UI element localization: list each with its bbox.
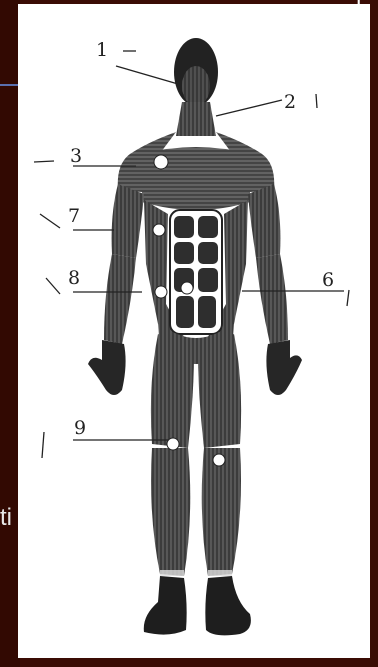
right-hand bbox=[266, 340, 302, 395]
label-3: 3 bbox=[70, 145, 82, 167]
label-9: 9 bbox=[74, 417, 86, 439]
marker-dot-knee-right bbox=[213, 454, 225, 466]
label-8: 8 bbox=[68, 267, 80, 289]
label-7: 7 bbox=[68, 205, 80, 227]
label-1: 1 bbox=[96, 39, 108, 61]
right-lower-leg bbox=[202, 448, 241, 576]
right-forearm bbox=[256, 254, 288, 344]
marker-dot-hip-left bbox=[155, 286, 167, 298]
human-body-figure bbox=[88, 38, 302, 635]
right-upper-arm bbox=[248, 184, 280, 258]
label-6: 6 bbox=[322, 269, 334, 291]
muscle-diagram-panel: 1 2 3 7 8 6 9 bbox=[18, 4, 370, 658]
muscle-diagram: 1 2 3 7 8 6 9 bbox=[18, 4, 370, 658]
marker-dot-hip-right bbox=[181, 282, 193, 294]
left-thigh bbox=[151, 334, 194, 448]
header-divider bbox=[0, 84, 20, 86]
right-thigh bbox=[198, 334, 241, 448]
left-upper-arm bbox=[112, 184, 144, 258]
label-2: 2 bbox=[284, 91, 296, 113]
slide-body-text-fragment: ti bbox=[0, 504, 12, 532]
neck-muscles bbox=[176, 102, 216, 136]
marker-dot-knee-left bbox=[167, 438, 179, 450]
left-hand bbox=[88, 340, 126, 395]
slide-left-margin bbox=[0, 0, 20, 667]
right-foot bbox=[205, 576, 251, 635]
marker-dot-upper-arm bbox=[153, 224, 165, 236]
left-foot bbox=[144, 576, 187, 635]
left-lower-leg bbox=[151, 448, 190, 576]
left-forearm bbox=[104, 254, 136, 344]
marker-dot-shoulder bbox=[154, 155, 168, 169]
rectus-abdominis bbox=[170, 210, 222, 334]
